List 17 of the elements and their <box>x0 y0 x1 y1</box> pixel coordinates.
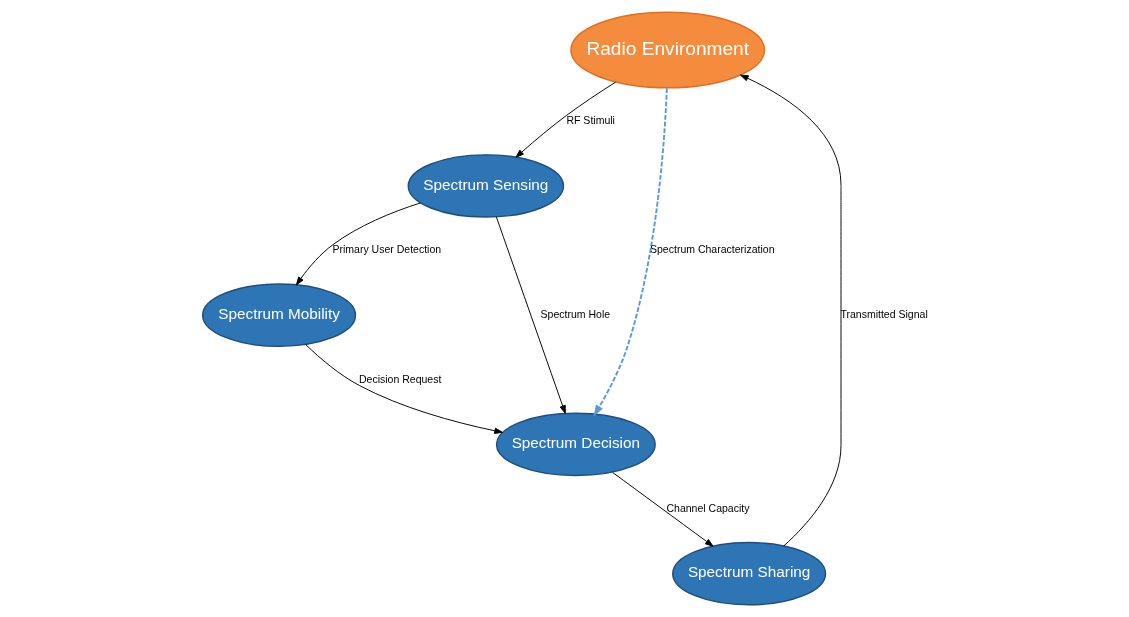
edge-label: Spectrum Hole <box>540 307 610 320</box>
edge-label: Primary User Detection <box>331 243 441 256</box>
edge-label: Transmitted Signal <box>839 307 928 320</box>
edge-label: RF Stimuli <box>565 114 615 127</box>
node-ellipse: Radio Environment <box>569 11 765 89</box>
arrow <box>611 471 713 547</box>
edge-label: Decision Request <box>358 372 441 385</box>
arrow <box>304 344 503 434</box>
edge-label: Spectrum Characterization <box>649 243 775 256</box>
arrow <box>593 87 668 417</box>
node-ellipse: Spectrum Sensing <box>407 154 564 218</box>
arrow <box>295 202 421 286</box>
arrow <box>495 216 566 414</box>
arrow <box>739 74 841 547</box>
arrow <box>514 81 616 158</box>
node-ellipse: Spectrum Mobility <box>201 283 356 348</box>
edge-label: Channel Capacity <box>665 501 749 514</box>
